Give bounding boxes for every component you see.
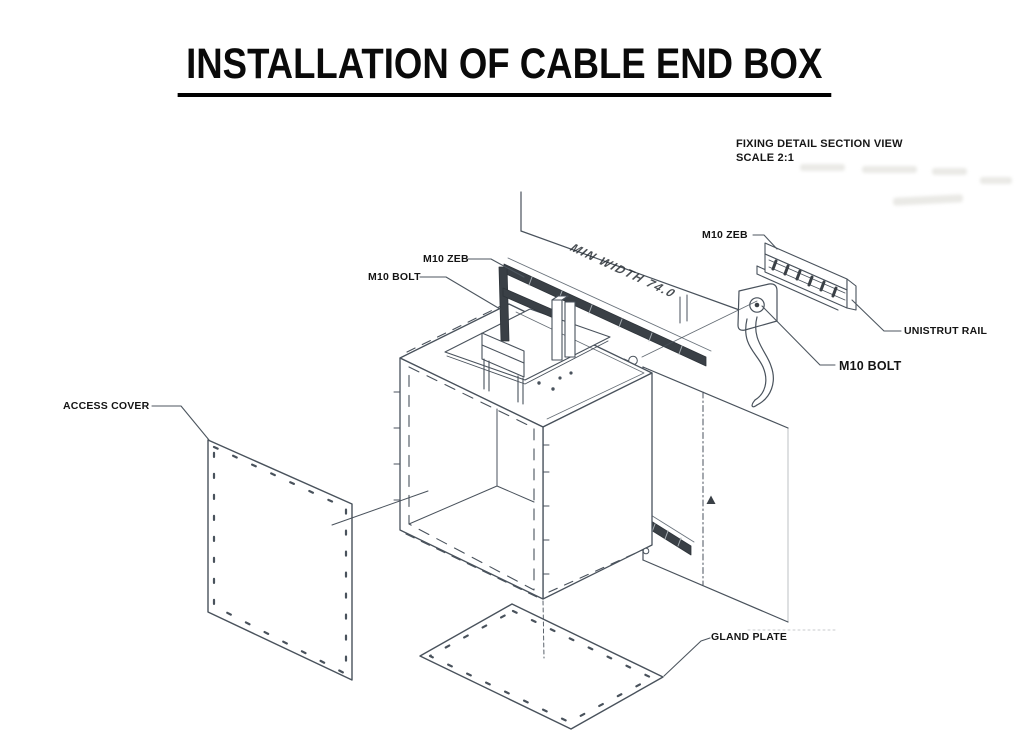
leader-m10-zeb-right (752, 234, 778, 250)
label-m10-bolt-right: M10 BOLT (839, 359, 902, 373)
page-title: INSTALLATION OF CABLE END BOX (177, 40, 831, 97)
leader-m10-bolt-right (761, 305, 836, 366)
scan-smudge (932, 168, 967, 175)
label-access-cover: ACCESS COVER (63, 400, 150, 412)
section-arrow-icon (706, 495, 716, 504)
leader-access-cover (151, 405, 210, 441)
leader-gland-plate (663, 637, 711, 677)
label-m10-bolt-left: M10 BOLT (368, 271, 421, 283)
leader-unistrut-rail (851, 299, 902, 332)
scan-smudge (800, 164, 845, 171)
hook-bolt-lines (679, 294, 688, 324)
detail-bracket (737, 283, 778, 408)
ceiling-band (520, 191, 746, 313)
projection-lines (331, 300, 758, 659)
detail-unistrut-channel (756, 242, 857, 311)
detail-view-heading-line2: SCALE 2:1 (736, 152, 795, 164)
detail-view-heading: FIXING DETAIL SECTION VIEW SCALE 2:1 (736, 137, 903, 165)
wall-rail-stub (642, 511, 695, 556)
cable-end-box (393, 303, 653, 600)
leader-m10-bolt-left (419, 276, 501, 310)
label-gland-plate: GLAND PLATE (711, 631, 788, 643)
label-m10-zeb-right: M10 ZEB (702, 229, 748, 241)
label-unistrut-rail: UNISTRUT RAIL (904, 325, 988, 337)
scan-smudge (862, 166, 917, 173)
scan-smudge (980, 177, 1012, 184)
label-m10-zeb-left: M10 ZEB (423, 253, 469, 265)
access-cover-panel (207, 439, 353, 681)
detail-view-heading-line1: FIXING DETAIL SECTION VIEW (736, 138, 903, 150)
page-title-wrap: INSTALLATION OF CABLE END BOX (120, 40, 840, 97)
wall-panel (642, 366, 839, 631)
leader-lines (151, 234, 902, 677)
zeb-clamp-assembly (481, 266, 576, 405)
gland-plate-panel (419, 603, 664, 730)
leader-m10-zeb-left (467, 258, 525, 278)
